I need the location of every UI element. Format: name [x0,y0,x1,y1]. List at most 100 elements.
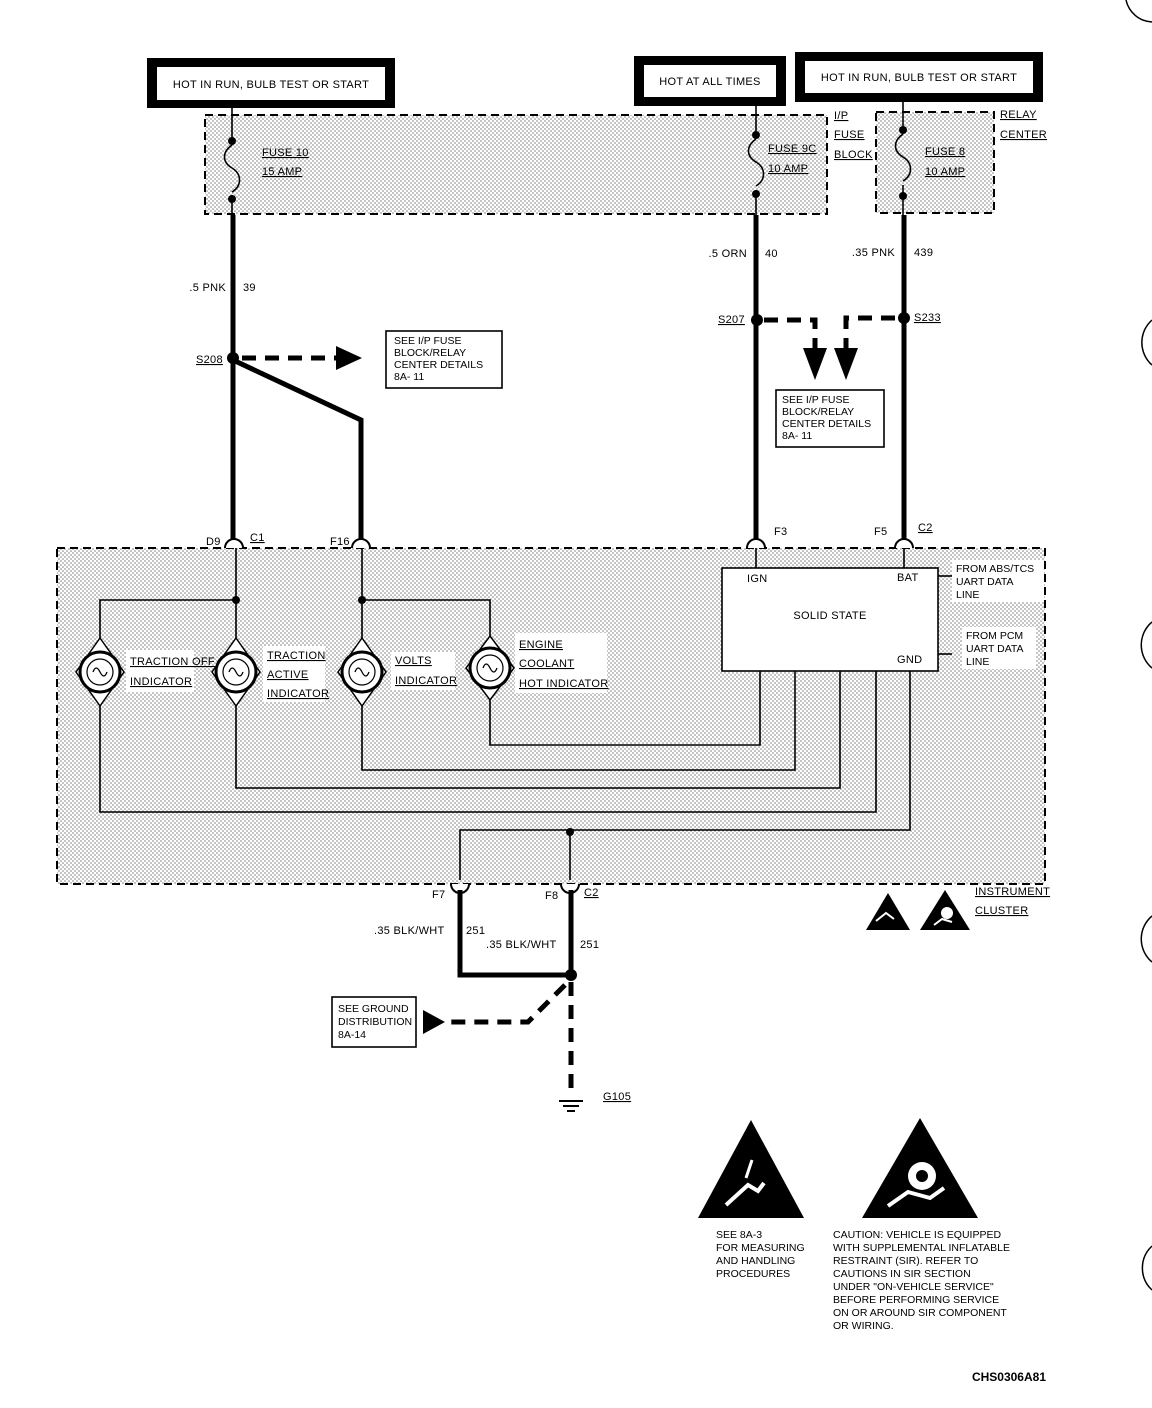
source-box-left: HOT IN RUN, BULB TEST OR START [147,58,395,108]
splice-s207: S207 [718,314,745,326]
fuse-9c: FUSE 9C 10 AMP [747,105,817,215]
indicator-1-line-1: TRACTION OFF [130,656,215,668]
see-ip-left-3: CENTER DETAILS [394,359,483,371]
pin-ign: IGN [747,573,767,585]
esd-caution-text: SEE 8A-3 FOR MEASURING AND HANDLING PROC… [716,1229,805,1280]
from-abs-2: UART DATA [956,576,1014,588]
splice-s233: S233 [914,312,941,324]
from-abs-1: FROM ABS/TCS [956,563,1034,575]
sir-line-1: CAUTION: VEHICLE IS EQUIPPED [833,1229,1001,1241]
wire251b-circuit: 251 [580,939,599,951]
cluster-label-1: INSTRUMENT [975,886,1050,898]
ip-block-label-2: FUSE [834,129,865,141]
binder-holes [1125,0,1152,1291]
see-ip-right-2: BLOCK/RELAY [782,406,854,418]
wire-439 [898,215,910,540]
connector-f3: F3 [774,526,787,538]
sir-line-4: CAUTIONS IN SIR SECTION [833,1268,971,1280]
indicator-4-line-2: COOLANT [519,658,574,670]
lamp-traction-off [75,636,125,708]
see-ground-2: DISTRIBUTION [338,1016,412,1028]
esd-icon-small [866,893,910,930]
ground-symbol [559,1100,583,1112]
connector-f16: F16 [330,536,350,548]
see-ground-1: SEE GROUND [338,1003,409,1015]
esd-line-3: AND HANDLING [716,1255,795,1267]
label-traction-off: TRACTION OFF INDICATOR [126,650,215,692]
lamp-traction-active [211,636,261,708]
indicator-2-line-1: TRACTION [267,650,326,662]
ip-block-label-3: BLOCK [834,149,873,161]
connector-d9: D9 [206,536,221,548]
splice-reference-arrows [764,315,895,380]
source-left-label: HOT IN RUN, BULB TEST OR START [173,79,369,91]
cluster-label-2: CLUSTER [975,905,1028,917]
indicator-1-line-2: INDICATOR [130,676,192,688]
connector-c1: C1 [250,532,265,544]
wire439-circuit: 439 [914,247,933,259]
s208-reference-arrow [242,346,362,370]
label-engine-coolant: ENGINE COOLANT HOT INDICATOR [515,633,608,693]
from-pcm-3: LINE [966,656,989,668]
see-ip-right-4: 8A- 11 [782,430,812,442]
esd-line-2: FOR MEASURING [716,1242,805,1254]
connector-c2-top: C2 [918,522,933,534]
module-name: SOLID STATE [793,610,866,622]
wire251a-circuit: 251 [466,925,485,937]
wire251b-gauge: .35 BLK/WHT [486,939,557,951]
source-box-right: HOT IN RUN, BULB TEST OR START [795,52,1043,102]
ip-fuse-block [204,114,828,215]
ground-g105: G105 [603,1091,631,1103]
connector-f5: F5 [874,526,887,538]
from-pcm-2: UART DATA [966,643,1024,655]
esd-line-4: PROCEDURES [716,1268,790,1280]
connector-f8: F8 [545,890,558,902]
splice-s208: S208 [196,354,223,366]
see-ip-note-left: SEE I/P FUSE BLOCK/RELAY CENTER DETAILS … [385,330,503,389]
lamp-volts [337,636,387,708]
source-box-middle: HOT AT ALL TIMES [634,56,786,106]
esd-line-1: SEE 8A-3 [716,1229,762,1241]
wire439-gauge: .35 PNK [852,247,895,259]
sir-line-2: WITH SUPPLEMENTAL INFLATABLE [833,1242,1010,1254]
cluster-internal-wiring [99,548,952,880]
source-middle-label: HOT AT ALL TIMES [659,76,760,88]
see-ground-3: 8A-14 [338,1029,366,1041]
see-ip-right-1: SEE I/P FUSE [782,394,850,406]
relay-center [875,111,995,214]
connector-f7: F7 [432,889,445,901]
ground-wires [423,890,577,1095]
sir-line-3: RESTRAINT (SIR). REFER TO [833,1255,978,1267]
sir-icon-small [920,890,970,930]
esd-caution-icon [698,1120,804,1218]
see-ip-left-2: BLOCK/RELAY [394,347,466,359]
wire-39 [227,215,364,540]
wire39-circuit: 39 [243,282,256,294]
fuse10-rating: 15 AMP [262,166,302,178]
indicator-3-line-2: INDICATOR [395,675,457,687]
relay-center-label-1: RELAY [1000,109,1037,121]
relay-center-label: RELAY CENTER [1000,109,1047,141]
indicator-4-line-3: HOT INDICATOR [519,678,608,690]
connector-c2-bottom: C2 [584,887,599,899]
ip-block-label-1: I/P [834,110,848,122]
solid-state-module: IGN BAT SOLID STATE GND [721,567,939,672]
indicator-2-line-3: INDICATOR [267,688,329,700]
see-ip-left-4: 8A- 11 [394,371,424,383]
indicator-3-line-1: VOLTS [395,655,432,667]
fuse-10: FUSE 10 15 AMP [223,107,308,215]
from-abs-label: FROM ABS/TCS UART DATA LINE [952,560,1044,602]
label-volts: VOLTS INDICATOR [391,652,457,690]
see-ground-note: SEE GROUND DISTRIBUTION 8A-14 [331,996,417,1048]
from-pcm-label: FROM PCM UART DATA LINE [962,627,1036,669]
indicator-4-line-1: ENGINE [519,639,563,651]
wire251a-gauge: .35 BLK/WHT [374,925,445,937]
sir-caution-text: CAUTION: VEHICLE IS EQUIPPED WITH SUPPLE… [833,1229,1010,1332]
source-right-label: HOT IN RUN, BULB TEST OR START [821,72,1017,84]
indicator-2-line-2: ACTIVE [267,669,309,681]
fuse9c-name: FUSE 9C [768,143,817,155]
sir-line-5: UNDER "ON-VEHICLE SERVICE" [833,1281,994,1293]
fuse8-rating: 10 AMP [925,166,965,178]
label-traction-active: TRACTION ACTIVE INDICATOR [263,646,329,702]
